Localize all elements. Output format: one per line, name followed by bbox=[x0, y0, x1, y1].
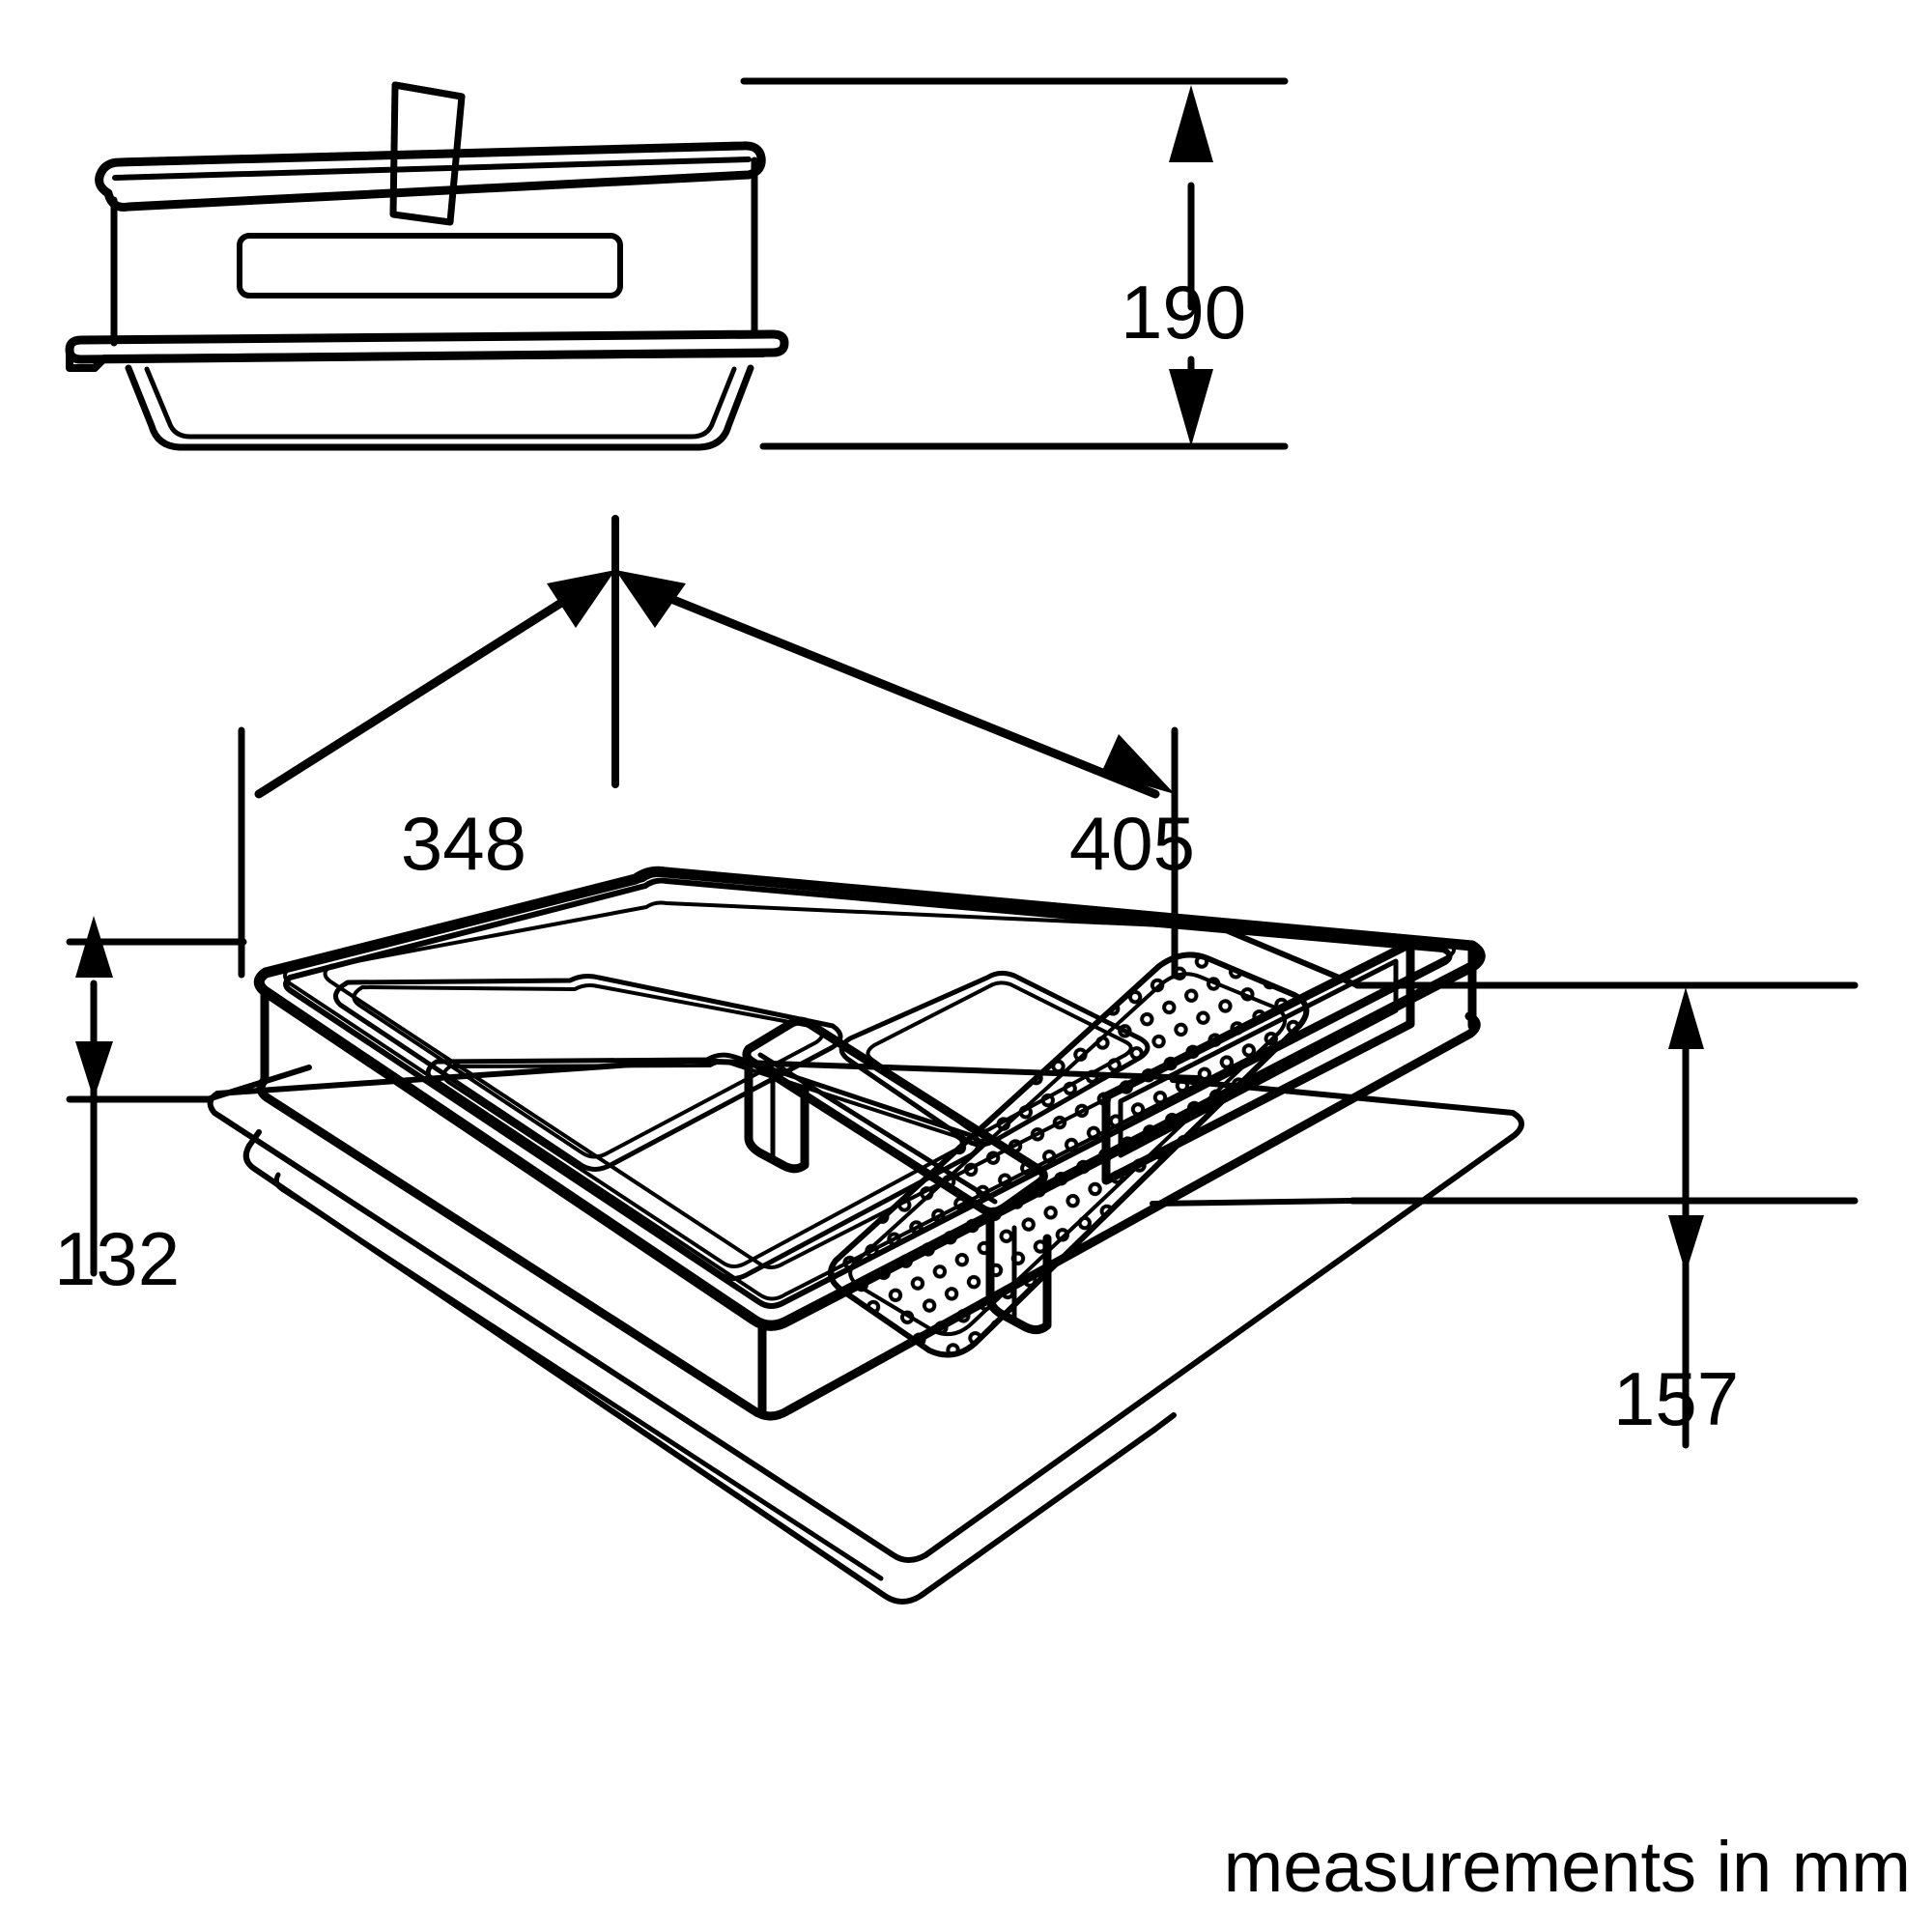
dimension-348 bbox=[238, 515, 619, 979]
side-elevation-view bbox=[65, 81, 789, 451]
dimension-label-190: 190 bbox=[1121, 270, 1246, 355]
container-body-side bbox=[110, 156, 758, 347]
lid-bar bbox=[95, 141, 766, 212]
container-bowl-side bbox=[125, 364, 754, 451]
dimension-132 bbox=[66, 916, 312, 1277]
lid-iso bbox=[283, 872, 1456, 1301]
dimension-405 bbox=[615, 570, 1179, 980]
dimension-label-132: 132 bbox=[54, 1216, 180, 1301]
bar-handle-iso bbox=[742, 1016, 1052, 1335]
dimension-190 bbox=[740, 77, 1289, 450]
base-tray-outer bbox=[207, 1058, 1524, 1605]
units-note: measurements in mm bbox=[1224, 1827, 1911, 1907]
container-rim-side bbox=[65, 329, 789, 372]
dimension-label-348: 348 bbox=[401, 801, 526, 886]
grip-cutout-side bbox=[237, 233, 623, 298]
dimension-157 bbox=[1150, 920, 1859, 1449]
dimension-label-157: 157 bbox=[1613, 1356, 1739, 1441]
container-shell bbox=[253, 866, 1486, 1421]
isometric-view bbox=[207, 866, 1524, 1605]
dimension-label-405: 405 bbox=[1069, 801, 1195, 886]
